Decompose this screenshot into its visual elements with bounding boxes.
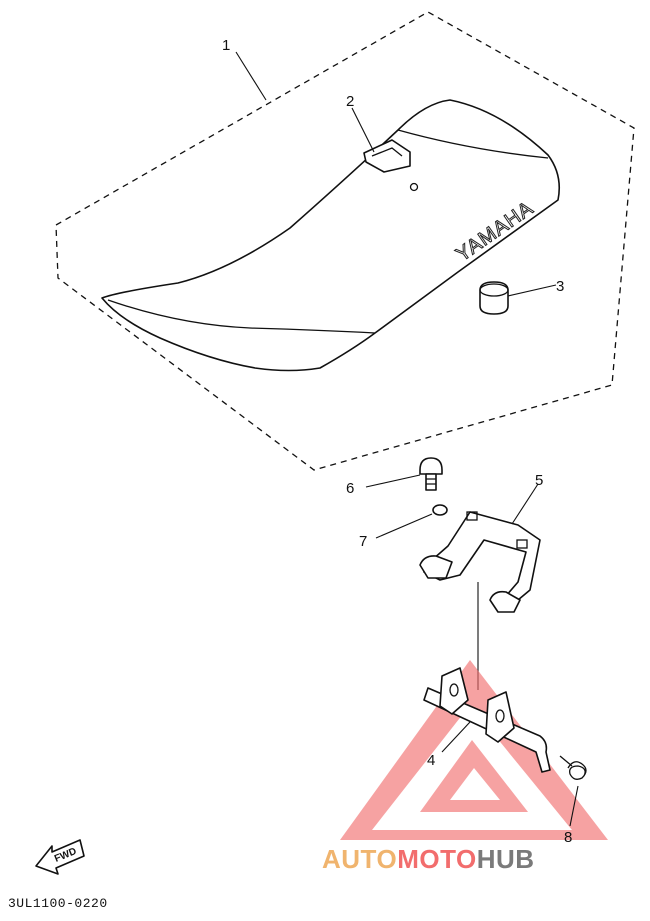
leader-2 bbox=[351, 107, 375, 153]
spring bbox=[559, 755, 587, 780]
callout-1: 1 bbox=[222, 37, 230, 54]
callout-3: 3 bbox=[556, 278, 564, 295]
callout-6: 6 bbox=[346, 480, 354, 497]
watermark-moto: MOTO bbox=[397, 844, 477, 874]
seat: YAMAHA bbox=[101, 99, 561, 372]
bolt bbox=[419, 457, 443, 491]
seat-assembly-boundary bbox=[55, 11, 635, 471]
callout-5: 5 bbox=[535, 472, 543, 489]
leader-1 bbox=[235, 51, 267, 101]
leader-7 bbox=[375, 513, 433, 539]
leader-8 bbox=[569, 785, 579, 827]
callout-8: 8 bbox=[564, 829, 572, 846]
seat-lock-stay bbox=[419, 511, 541, 613]
leader-6 bbox=[365, 474, 421, 488]
callout-2: 2 bbox=[346, 93, 354, 110]
washer bbox=[432, 504, 448, 516]
fwd-arrow-icon: FWD bbox=[35, 839, 85, 875]
leader-5 bbox=[511, 483, 539, 525]
seat-hook-clip bbox=[363, 139, 411, 173]
watermark-text: AUTOMOTOHUB bbox=[322, 844, 535, 874]
rubber-damper bbox=[479, 281, 509, 315]
seat-lock-hinge bbox=[423, 667, 551, 773]
watermark-auto: AUTO bbox=[322, 844, 397, 874]
leader-3 bbox=[507, 284, 557, 297]
callout-7: 7 bbox=[359, 533, 367, 550]
watermark-logo bbox=[340, 660, 608, 840]
watermark-hub: HUB bbox=[477, 844, 535, 874]
leader-4 bbox=[441, 721, 471, 753]
callout-4: 4 bbox=[427, 752, 435, 769]
drawing-code: 3UL1100-0220 bbox=[8, 896, 108, 911]
